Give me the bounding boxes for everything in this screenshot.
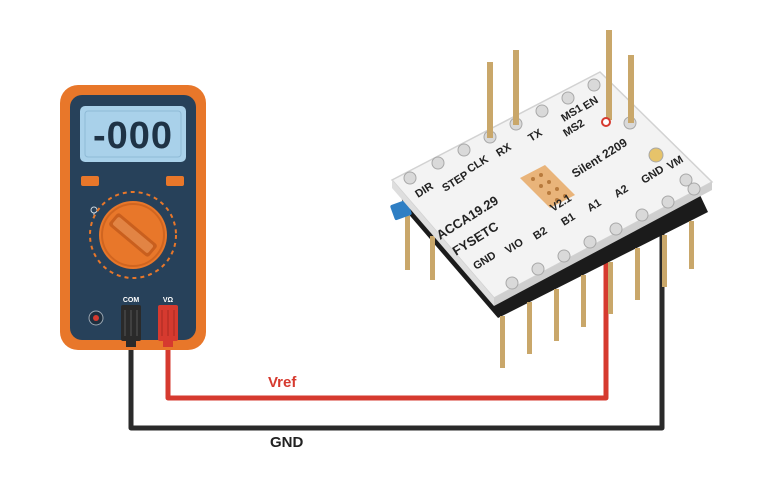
lcd-screen [80, 106, 186, 162]
wire-label-gnd: GND [270, 434, 304, 451]
stepper-driver-board: EN MS1 MS2 TX RX CLK STEP DIR GND VIO B2… [390, 30, 714, 368]
multimeter: -000 COM VΩ [60, 85, 206, 350]
dial-scale [89, 191, 177, 279]
pads-bottom [505, 182, 701, 290]
lcd-reading: -000 [93, 115, 173, 157]
wire-label-vref: Vref [268, 374, 297, 391]
top-pins [487, 30, 634, 138]
jack-label-com: COM [123, 297, 140, 304]
probe-com-plug [121, 305, 141, 347]
selector-knob [99, 201, 167, 269]
probe-v-plug [158, 305, 178, 347]
header-bottom [490, 195, 708, 368]
driver-chip [520, 165, 575, 208]
vref-test-point [601, 117, 611, 127]
function-button-right [166, 176, 184, 186]
jack-label-v: VΩ [163, 297, 174, 304]
potentiometer [390, 199, 412, 221]
function-button-left [81, 176, 99, 186]
wire-gnd [128, 203, 665, 431]
